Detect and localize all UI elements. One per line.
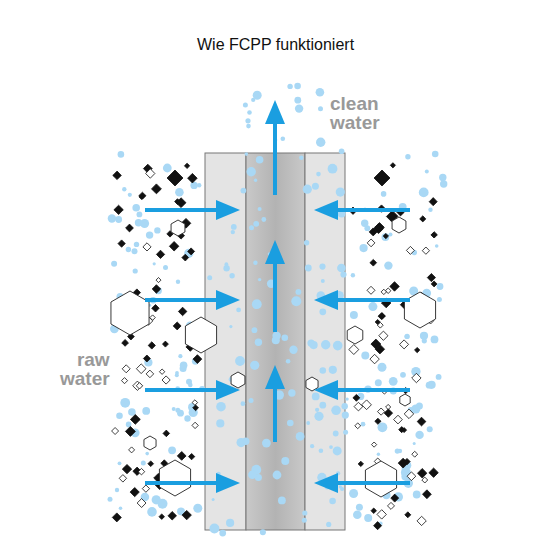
filter-cartridge <box>205 153 345 530</box>
flow-label: clean water <box>330 94 380 132</box>
particles <box>108 83 448 537</box>
flow-label: raw water <box>60 350 110 388</box>
flow-arrows <box>145 100 410 493</box>
diagram-title: Wie FCPP funktioniert <box>197 36 354 54</box>
